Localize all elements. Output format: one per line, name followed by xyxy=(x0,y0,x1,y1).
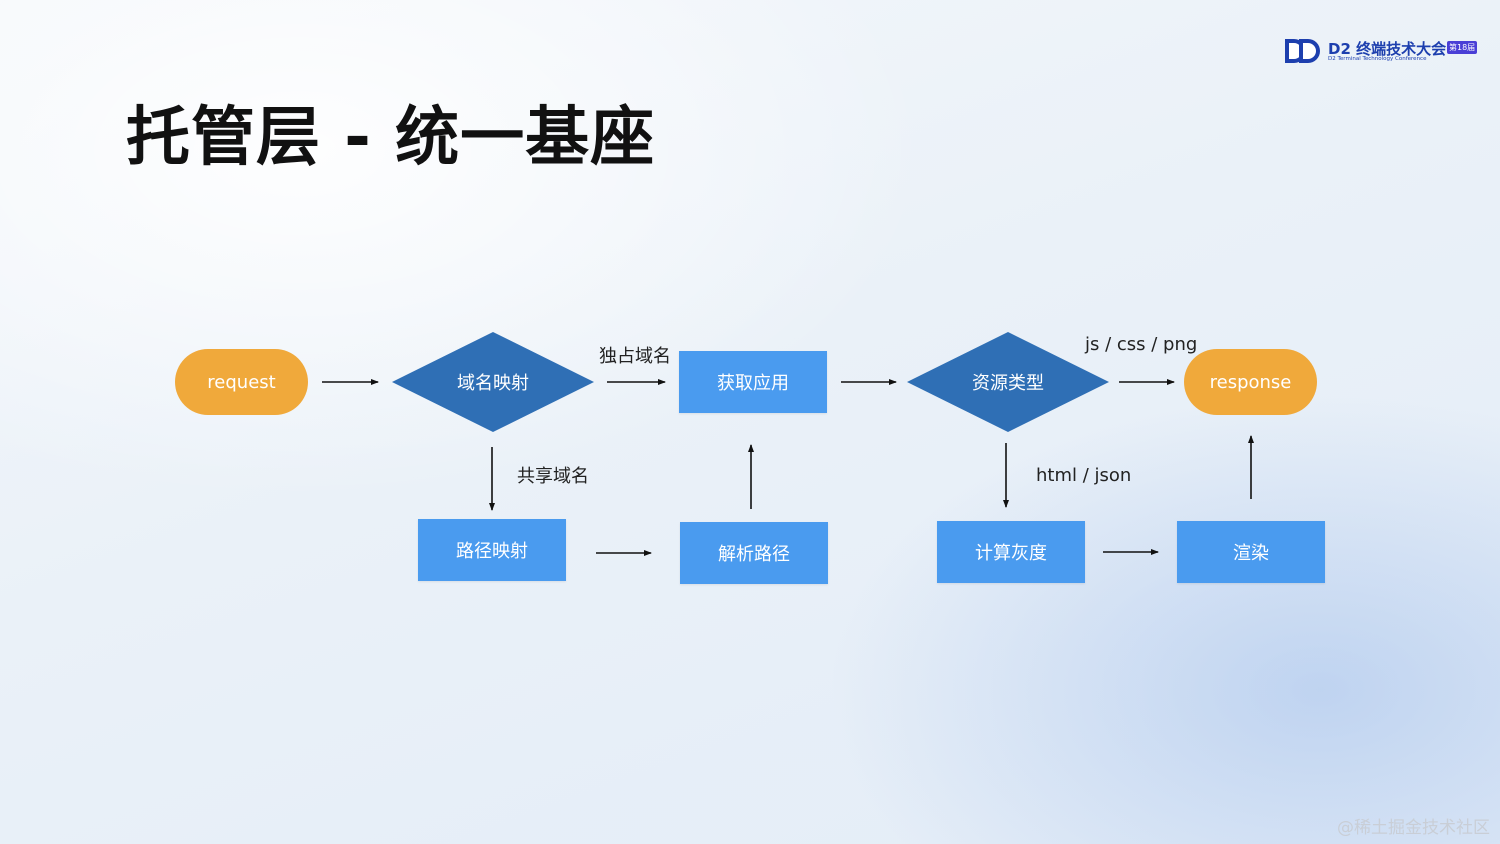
conference-logo: D2 终端技术大会 第18届 D2 Terminal Technology Co… xyxy=(1284,38,1484,66)
node-parse-path: 解析路径 xyxy=(680,522,828,584)
node-render: 渲染 xyxy=(1177,521,1325,583)
node-domain-map-label: 域名映射 xyxy=(457,373,529,394)
edge-label-dynamic: html / json xyxy=(1036,465,1132,486)
node-response: response xyxy=(1184,349,1317,415)
logo-badge: 第18届 xyxy=(1447,41,1478,54)
decision-resource-type xyxy=(907,332,1109,432)
decision-domain-map xyxy=(392,332,594,432)
slide-title: 托管层 - 统一基座 xyxy=(126,101,656,175)
node-request: request xyxy=(175,349,308,415)
node-path-map: 路径映射 xyxy=(418,519,566,581)
node-get-app: 获取应用 xyxy=(679,351,827,413)
edge-label-shared-domain: 共享域名 xyxy=(517,466,589,487)
watermark: @稀土掘金技术社区 xyxy=(1337,818,1490,838)
node-resource-type-label: 资源类型 xyxy=(972,373,1044,394)
node-calc-gray: 计算灰度 xyxy=(937,521,1085,583)
edge-label-static-assets: js / css / png xyxy=(1085,334,1198,355)
logo-subtitle: D2 Terminal Technology Conference xyxy=(1328,56,1427,62)
logo-name: D2 终端技术大会 xyxy=(1328,40,1447,58)
edge-label-exclusive-domain: 独占域名 xyxy=(599,346,671,367)
d2-logo-icon xyxy=(1285,39,1320,63)
